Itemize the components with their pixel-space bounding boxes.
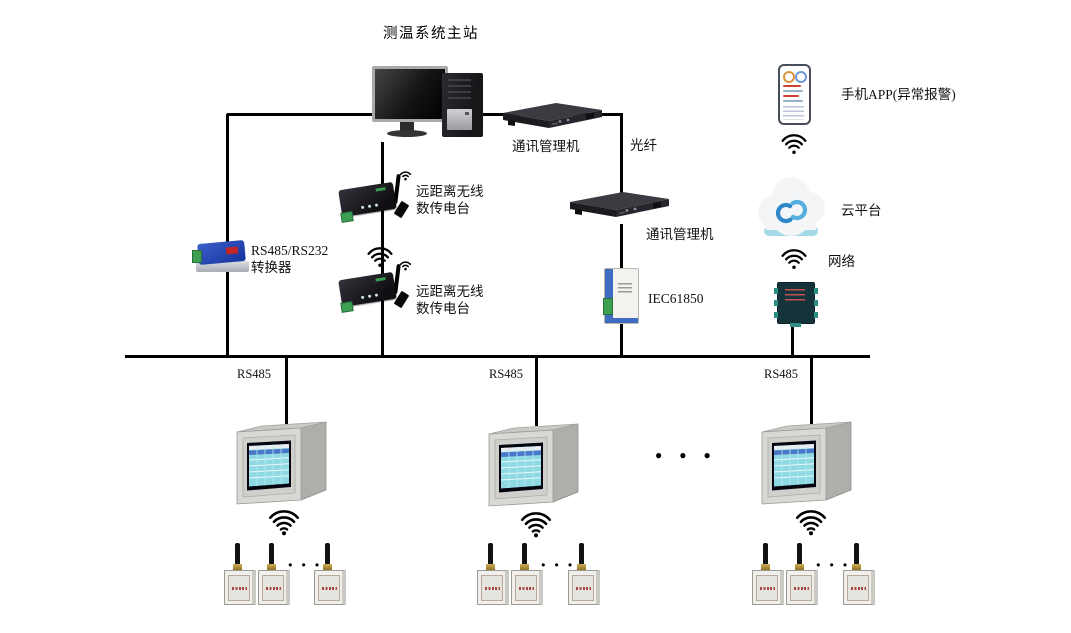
line-computer-left: [227, 113, 374, 116]
phone-gauge-blue: [795, 71, 807, 83]
wireless-sensor: [224, 543, 256, 605]
label-rs485-mid: RS485: [489, 367, 524, 381]
wifi-icon-panel-3: [794, 507, 828, 536]
wireless-radio-bottom-icon: [338, 261, 412, 320]
bus-line-rs485: [125, 355, 870, 358]
monitor-icon: [372, 66, 448, 122]
gateway-connector: [790, 323, 801, 327]
wireless-sensor: [477, 543, 509, 605]
wifi-icon-network: [780, 246, 808, 270]
label-network: 网络: [828, 254, 855, 269]
line-fiber-vertical: [620, 113, 623, 193]
label-radio-top: 远距离无线 数传电台: [416, 184, 484, 216]
tower-front-panel: [447, 109, 472, 130]
label-radio-bottom: 远距离无线 数传电台: [416, 284, 484, 316]
wifi-icon-panel-1: [267, 507, 301, 536]
wireless-sensor: [786, 543, 818, 605]
label-fiber: 光纤: [630, 138, 657, 153]
iec-bottom-cap: [605, 318, 638, 323]
cloud-platform-icon: [750, 168, 832, 246]
iec-terminal: [603, 298, 613, 315]
converter-logo: [225, 246, 239, 255]
comm-manager-rack-1: [500, 100, 605, 134]
wireless-sensor: [258, 543, 290, 605]
monitor-stand: [400, 122, 414, 131]
sensor-ellipsis: ● ● ●: [541, 560, 576, 569]
phone-gauge-orange: [783, 71, 795, 83]
label-phone-app: 手机APP(异常报警): [841, 87, 956, 102]
sensor-ellipsis: ● ● ●: [288, 560, 323, 569]
iec61850-device-icon: [603, 268, 639, 324]
network-gateway-icon: [774, 282, 818, 327]
iec-text-lines: [618, 283, 632, 293]
panel-ellipsis: ● ● ●: [655, 448, 718, 462]
label-iec61850: IEC61850: [648, 291, 704, 306]
comm-manager-rack-2: [567, 188, 672, 224]
wifi-icon-panel-2: [519, 509, 553, 538]
label-converter: RS485/RS232 转换器: [251, 243, 329, 275]
radio-terminal: [340, 301, 354, 313]
wifi-icon-radios: [366, 244, 394, 268]
sensor-ellipsis: ● ● ●: [816, 560, 851, 569]
line-left-vertical: [226, 114, 229, 357]
wireless-sensor: [511, 543, 543, 605]
antenna-signal-icon: [397, 166, 414, 181]
monitor-base: [387, 130, 427, 137]
converter-base: [196, 261, 249, 272]
label-cloud: 云平台: [841, 203, 882, 218]
rs485-rs232-converter-icon: [192, 239, 252, 274]
label-comm-manager-2: 通讯管理机: [646, 227, 714, 242]
iec-blue-strip: [605, 269, 613, 323]
line-gateway-vertical: [791, 318, 794, 357]
tower-drive-bays: [448, 79, 471, 99]
wireless-sensor: [752, 543, 784, 605]
computer-tower-icon: [442, 73, 483, 137]
label-comm-manager-1: 通讯管理机: [512, 139, 580, 154]
radio-terminal: [340, 211, 354, 223]
wireless-sensor: [568, 543, 600, 605]
diagram-title: 测温系统主站: [383, 26, 479, 42]
mobile-phone-icon: [778, 64, 811, 125]
wifi-icon-phone: [780, 131, 808, 155]
gateway-leds: [785, 289, 805, 301]
touch-display-panel-3: [756, 420, 856, 507]
line-drop-panel-2: [535, 357, 538, 426]
converter-body: [197, 239, 246, 266]
antenna-signal-icon: [397, 256, 414, 271]
line-drop-panel-1: [285, 357, 288, 424]
converter-terminal: [192, 250, 202, 263]
wireless-sensor: [843, 543, 875, 605]
label-rs485-right: RS485: [764, 367, 799, 381]
touch-display-panel-2: [483, 422, 583, 509]
label-rs485-left: RS485: [237, 367, 272, 381]
line-drop-panel-3: [810, 357, 813, 424]
phone-table-lines: [783, 106, 804, 120]
touch-display-panel-1: [231, 420, 331, 507]
wireless-sensor: [314, 543, 346, 605]
wireless-radio-top-icon: [338, 171, 412, 230]
